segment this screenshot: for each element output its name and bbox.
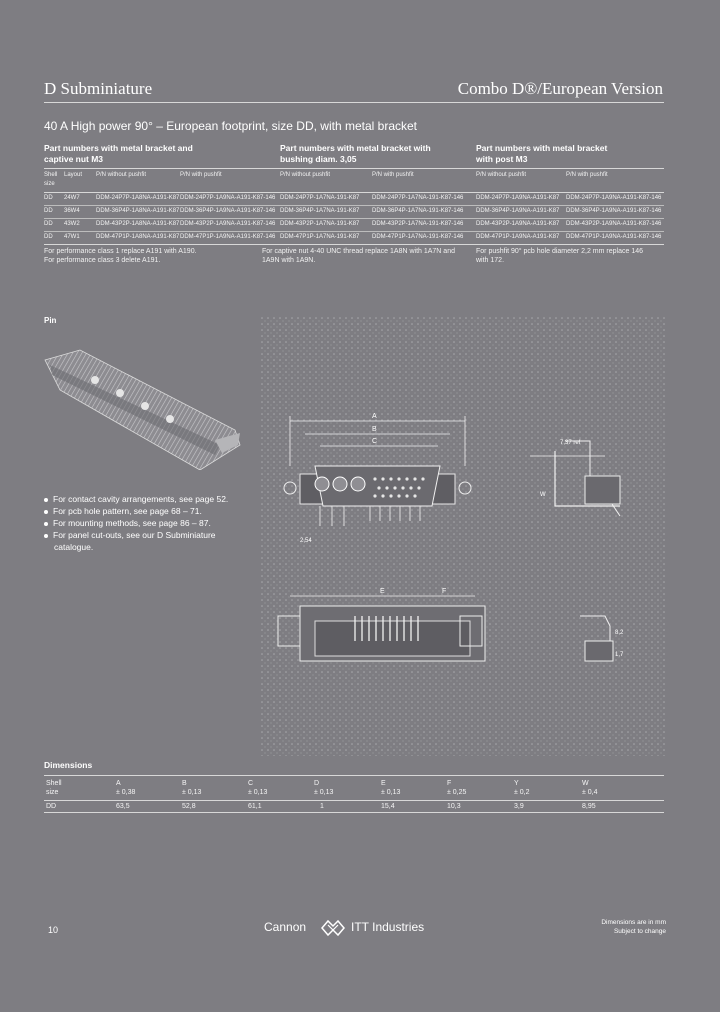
th-shell: Shell	[44, 172, 58, 178]
th-c4: P/N with pushfit	[372, 172, 414, 178]
dim-label-thickness: 1,7	[615, 652, 624, 658]
bullet-mounting: For mounting methods, see page 86 – 87.	[44, 518, 211, 528]
page-number: 10	[48, 925, 59, 935]
dim-label-a: A	[372, 413, 377, 420]
th-c6: P/N with pushfit	[566, 172, 608, 178]
table-top-rule	[44, 168, 664, 169]
th-size: size	[44, 181, 55, 187]
connector-photo	[44, 349, 241, 470]
th-c5: P/N without pushfit	[476, 172, 527, 178]
bullet-panel-cutouts-cont: catalogue.	[54, 542, 94, 552]
bullet-contact-cavity: For contact cavity arrangements, see pag…	[44, 494, 228, 504]
technical-drawing: A B C 2,54 7,37 ref W E F 8,2 1,7	[260, 316, 665, 756]
dim-label-height: 8,2	[615, 630, 624, 636]
dim-label-b: B	[372, 426, 377, 433]
note-pushfit: For pushfit 90° pcb hole diameter 2,2 mm…	[476, 248, 643, 264]
brand-cannon: Cannon	[264, 920, 307, 934]
table-row: DD 24W7 DDM-24P7P-1A8NA-A191-K87 DDM-24P…	[44, 195, 662, 201]
dim-label-f: F	[442, 588, 446, 595]
dim-label-w: W	[540, 492, 546, 498]
th-layout: Layout	[64, 172, 83, 178]
bullet-pcb-hole: For pcb hole pattern, see page 68 – 71.	[44, 506, 202, 516]
table-row: DD 47W1 DDM-47P1P-1A8NA-A191-K87 DDM-47P…	[44, 234, 662, 240]
itt-logo-icon	[321, 919, 345, 937]
th-c2: P/N with pushfit	[180, 172, 222, 178]
th-c3: P/N without pushfit	[280, 172, 331, 178]
note-captive-nut: For captive nut 4-40 UNC thread replace …	[262, 248, 455, 264]
header-rule	[44, 102, 664, 103]
th-c1: P/N without pushfit	[96, 172, 147, 178]
bullet-panel-cutouts: For panel cut-outs, see our D Subminiatu…	[44, 530, 216, 540]
brand-itt: ITT Industries	[351, 920, 425, 934]
dim-label-ref: 7,37 ref	[560, 440, 581, 446]
note-performance: For performance class 1 replace A191 wit…	[44, 248, 197, 264]
dim-label-pitch: 2,54	[300, 538, 312, 544]
header-right-title: Combo D®/European Version	[457, 79, 663, 98]
dim-label-c: C	[372, 438, 377, 445]
table-row: DD 43W2 DDM-43P2P-1A8NA-A191-K87 DDM-43P…	[44, 221, 662, 227]
header-left-title: D Subminiature	[44, 79, 153, 98]
pin-label: Pin	[44, 316, 57, 325]
parts-table-header: Shell size Layout P/N without pushfit P/…	[44, 172, 664, 190]
section-title: 40 A High power 90° – European footprint…	[44, 119, 417, 133]
dim-label-e: E	[380, 588, 385, 595]
dimensions-title: Dimensions	[44, 760, 93, 770]
table-row: DD 36W4 DDM-36P4P-1A8NA-A191-K87 DDM-36P…	[44, 208, 662, 214]
